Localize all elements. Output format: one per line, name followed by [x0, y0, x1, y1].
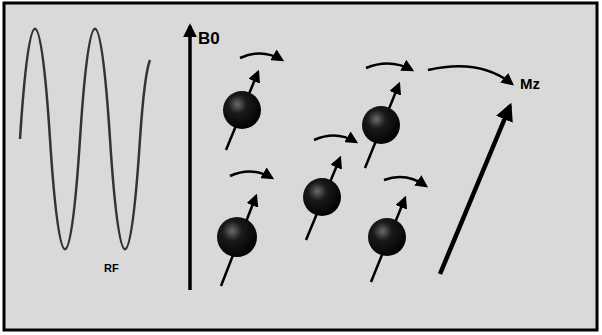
spin-5: [368, 198, 406, 282]
precession-arrow: [428, 66, 512, 84]
rf-wave: [20, 29, 150, 250]
precession-arrow: [230, 171, 272, 178]
precession-arrow: [384, 177, 426, 186]
proton-ball: [217, 217, 257, 257]
spin-3: [303, 158, 341, 240]
frame-background: [4, 3, 597, 330]
magnetization-arrow: [440, 106, 510, 274]
proton-ball: [223, 91, 261, 129]
precession-arrow: [314, 135, 356, 142]
field-label: B0: [198, 30, 220, 49]
spin-1: [223, 72, 261, 150]
spin-4: [362, 84, 400, 168]
field-arrow: [188, 26, 192, 290]
signal-label: RF: [104, 262, 119, 274]
proton-ball: [303, 178, 341, 216]
vector-label: Mz: [520, 76, 540, 93]
precession-arrow: [240, 53, 282, 60]
spin-2: [217, 196, 257, 286]
proton-ball: [362, 106, 400, 144]
proton-ball: [368, 218, 406, 256]
precession-arrow: [366, 63, 412, 70]
precession-arrows: [230, 53, 512, 186]
